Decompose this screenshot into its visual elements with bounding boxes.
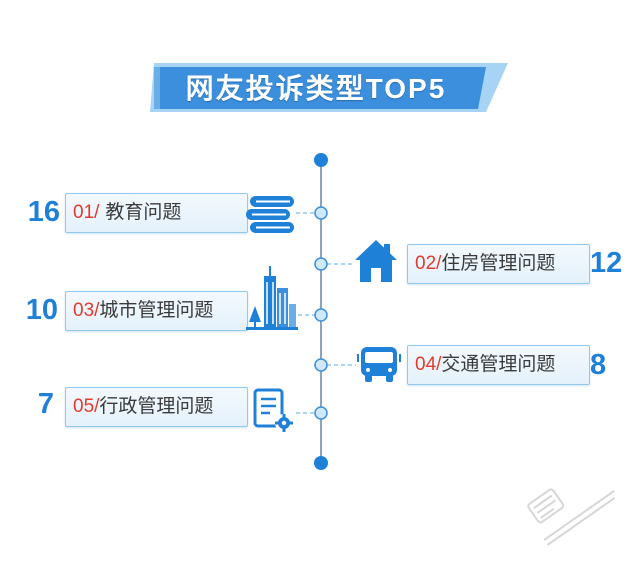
timeline-node-1 (314, 206, 328, 220)
item-5-label: 行政管理问题 (99, 396, 214, 417)
item-2-rank: 02/ (415, 253, 442, 274)
watermark-logo (527, 488, 616, 546)
title-banner: 网友投诉类型TOP5 (148, 60, 510, 116)
timeline-start-dot (314, 153, 328, 167)
item-4-rank: 04/ (415, 354, 442, 375)
house-icon (355, 240, 397, 282)
item-3-label: 城市管理问题 (99, 300, 214, 321)
bus-icon (357, 347, 401, 382)
document-gear-icon (253, 388, 293, 432)
books-icon (246, 196, 294, 233)
item-4-box: 04/交通管理问题 (407, 345, 590, 385)
timeline-node-5 (314, 406, 328, 420)
item-2-label: 住房管理问题 (441, 253, 556, 274)
timeline-end-dot (314, 456, 328, 470)
item-2-count: 12 (590, 247, 623, 279)
item-1-rank: 01/ (73, 202, 100, 223)
timeline-node-2 (314, 257, 328, 271)
item-1-count: 16 (27, 196, 60, 228)
item-2-box: 02/住房管理问题 (407, 244, 590, 284)
item-4-label: 交通管理问题 (441, 354, 556, 375)
item-1-label: 教育问题 (105, 202, 182, 223)
item-3-box: 03/城市管理问题 (65, 291, 248, 331)
timeline-node-4 (314, 358, 328, 372)
city-buildings-icon (246, 266, 298, 330)
item-4-count: 8 (590, 349, 607, 381)
item-5-count: 7 (37, 388, 54, 420)
item-3-rank: 03/ (73, 300, 100, 321)
item-5-box: 05/行政管理问题 (65, 387, 248, 427)
item-1-box: 01/教育问题 (65, 193, 248, 233)
item-5-rank: 05/ (73, 396, 100, 417)
page-title: 网友投诉类型TOP5 (185, 73, 447, 104)
banner-ribbon-shape (150, 63, 508, 112)
item-3-count: 10 (25, 294, 58, 326)
timeline-node-3 (314, 308, 328, 322)
